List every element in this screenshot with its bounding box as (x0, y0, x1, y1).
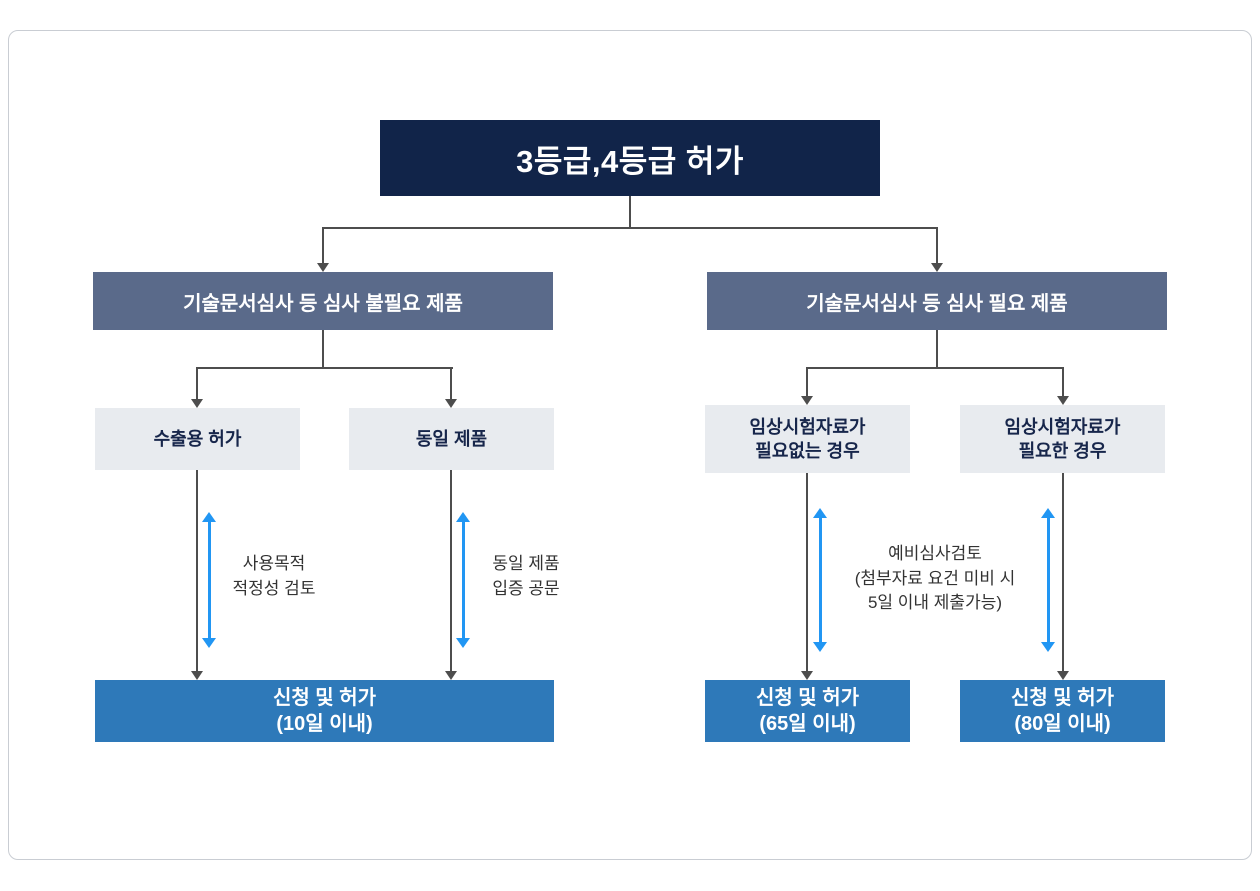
arrowhead-up-icon (1041, 508, 1055, 518)
connector-left-branch-horizontal (196, 367, 453, 369)
double-arrow-identical-proof-icon (456, 512, 470, 648)
connector-line (322, 228, 324, 263)
arrowhead-down-icon (191, 671, 203, 680)
arrowhead-down-icon (445, 671, 457, 680)
arrowhead-down-icon (1057, 671, 1069, 680)
branch-right-node: 기술문서심사 등 심사 필요 제품 (707, 272, 1167, 330)
connector-arrow-to-left-branch (317, 228, 329, 272)
connector-line (196, 368, 198, 399)
arrowhead-down-icon (456, 638, 470, 648)
arrow-stem (461, 522, 465, 638)
note-export-purpose-review: 사용목적 적정성 검토 (232, 554, 316, 598)
connector-identical-to-result (445, 470, 457, 680)
connector-arrow-to-clinical-node (1057, 368, 1069, 405)
arrowhead-down-icon (801, 671, 813, 680)
connector-line (1062, 368, 1064, 396)
node-clinical-data-required: 임상시험자료가 필요한 경우 (960, 405, 1165, 473)
connector-line (1062, 473, 1064, 671)
arrowhead-down-icon (931, 263, 943, 272)
note-identical-proof-document: 동일 제품 입증 공문 (492, 554, 560, 598)
connector-left-branch-stem (322, 330, 324, 369)
arrowhead-up-icon (456, 512, 470, 522)
connector-export-to-result (191, 470, 203, 680)
connector-arrow-to-right-branch (931, 228, 943, 272)
arrowhead-down-icon (801, 396, 813, 405)
connector-right-branch-horizontal (806, 367, 1064, 369)
arrowhead-down-icon (445, 399, 457, 408)
connector-line (806, 473, 808, 671)
connector-line (196, 470, 198, 671)
connector-line (936, 228, 938, 263)
branch-left-node: 기술문서심사 등 심사 불필요 제품 (93, 272, 553, 330)
arrowhead-down-icon (317, 263, 329, 272)
arrowhead-down-icon (1041, 642, 1055, 652)
arrowhead-down-icon (191, 399, 203, 408)
connector-root-stem (629, 196, 631, 229)
connector-line (450, 470, 452, 671)
arrow-stem (207, 522, 211, 638)
note-preliminary-review: 예비심사검토 (첨부자료 요건 미비 시 5일 이내 제출가능) (854, 544, 1016, 613)
arrow-stem (1046, 518, 1050, 642)
arrowhead-down-icon (202, 638, 216, 648)
double-arrow-preliminary-right-icon (1041, 508, 1055, 652)
arrowhead-down-icon (1057, 396, 1069, 405)
node-identical-product: 동일 제품 (349, 408, 554, 470)
node-export-approval: 수출용 허가 (95, 408, 300, 470)
result-node-10days: 신청 및 허가 (10일 이내) (95, 680, 554, 742)
connector-arrow-to-export-node (191, 368, 203, 408)
connector-right-branch-stem (936, 330, 938, 369)
root-node-approval-title: 3등급,4등급 허가 (380, 120, 880, 196)
arrowhead-down-icon (813, 642, 827, 652)
arrowhead-up-icon (813, 508, 827, 518)
connector-clinical-to-result (1057, 473, 1069, 680)
connector-line (806, 368, 808, 396)
connector-arrow-to-noclinical-node (801, 368, 813, 405)
node-clinical-data-not-required: 임상시험자료가 필요없는 경우 (705, 405, 910, 473)
arrowhead-up-icon (202, 512, 216, 522)
connector-line (450, 368, 452, 399)
double-arrow-preliminary-left-icon (813, 508, 827, 652)
double-arrow-export-review-icon (202, 512, 216, 648)
connector-arrow-to-identical-node (445, 368, 457, 408)
connector-root-horizontal (322, 227, 938, 229)
result-node-80days: 신청 및 허가 (80일 이내) (960, 680, 1165, 742)
result-node-65days: 신청 및 허가 (65일 이내) (705, 680, 910, 742)
connector-noclinical-to-result (801, 473, 813, 680)
arrow-stem (818, 518, 822, 642)
